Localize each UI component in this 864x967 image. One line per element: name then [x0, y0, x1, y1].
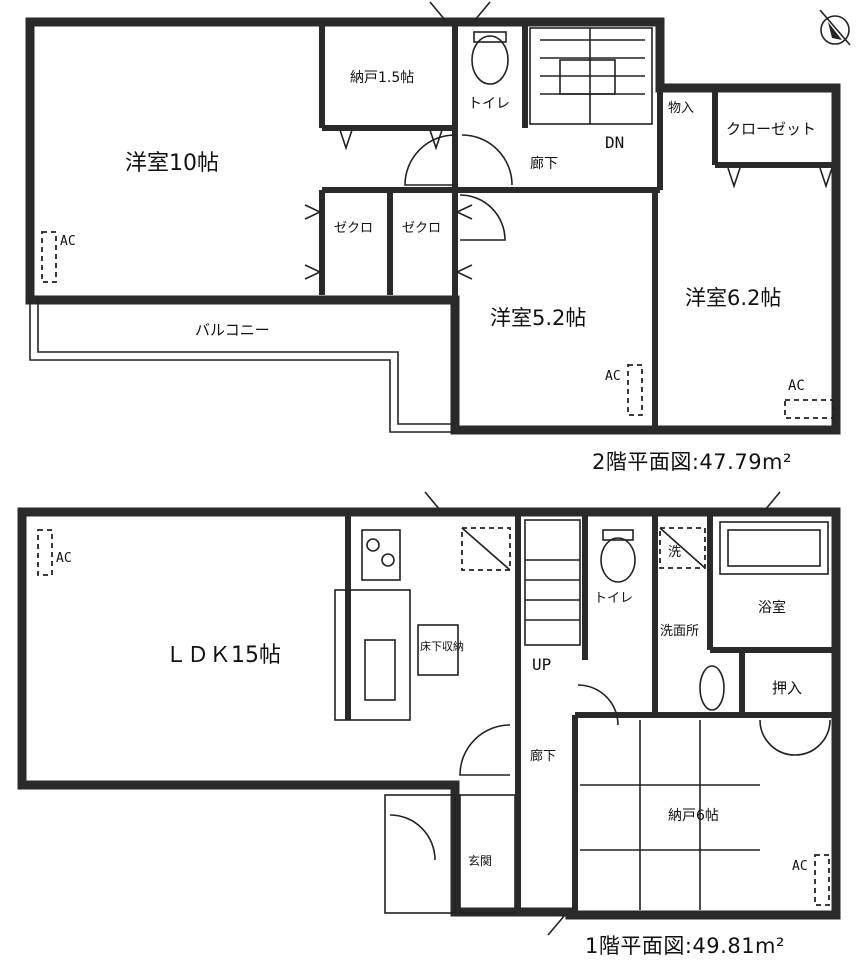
hallway-1f: 廊下 — [530, 748, 556, 764]
room-washroom: 洗面所 — [660, 624, 699, 639]
room-bath: 浴室 — [758, 599, 786, 616]
zeclo-right: ゼクロ — [402, 221, 441, 236]
room-oshiire-1f: 押入 — [772, 679, 802, 697]
floor1-caption: 1階平面図:49.81m² — [585, 934, 785, 958]
washer-space: 洗 — [668, 545, 681, 560]
second-floor — [25, 1, 851, 435]
floor2-caption: 2階平面図:47.79m² — [592, 450, 792, 474]
room-western-6-2: 洋室6.2帖 — [685, 286, 781, 310]
stairs-1f — [524, 519, 581, 646]
room-storage-1-5: 納戸1.5帖 — [350, 70, 414, 86]
ac-label-2f-2: AC — [605, 369, 621, 384]
room-closet: クローゼット — [726, 120, 816, 138]
hallway-2f: 廊下 — [530, 155, 558, 172]
tatami-grid — [580, 720, 760, 910]
balcony: バルコニー — [195, 321, 270, 339]
room-western-5-2: 洋室5.2帖 — [490, 306, 586, 330]
room-toilet-1f: トイレ — [594, 591, 633, 606]
stairs-2f — [529, 27, 653, 125]
room-toilet-2f: トイレ — [468, 96, 510, 112]
ac-label-2f-1: AC — [60, 234, 76, 249]
underfloor-storage: 床下収納 — [420, 639, 464, 653]
stairs-down-label: DN — [605, 133, 624, 152]
room-storage-6: 納戸6帖 — [668, 808, 719, 824]
ac-label-1f-2: AC — [792, 859, 808, 874]
stairs-up-label: UP — [532, 655, 551, 674]
first-floor — [17, 491, 841, 936]
room-entrance: 玄関 — [468, 853, 492, 868]
ac-label-2f-3: AC — [788, 378, 805, 394]
room-oshiire-2f: 物入 — [668, 101, 694, 116]
room-western-10: 洋室10帖 — [125, 151, 219, 176]
toilet-fixture-2f — [471, 31, 509, 85]
zeclo-left: ゼクロ — [334, 221, 373, 236]
north-arrow-icon — [819, 9, 851, 46]
room-ldk-15: ＬＤＫ15帖 — [165, 643, 281, 668]
entrance-tiles — [384, 794, 516, 914]
ac-label-1f-1: AC — [56, 551, 72, 566]
